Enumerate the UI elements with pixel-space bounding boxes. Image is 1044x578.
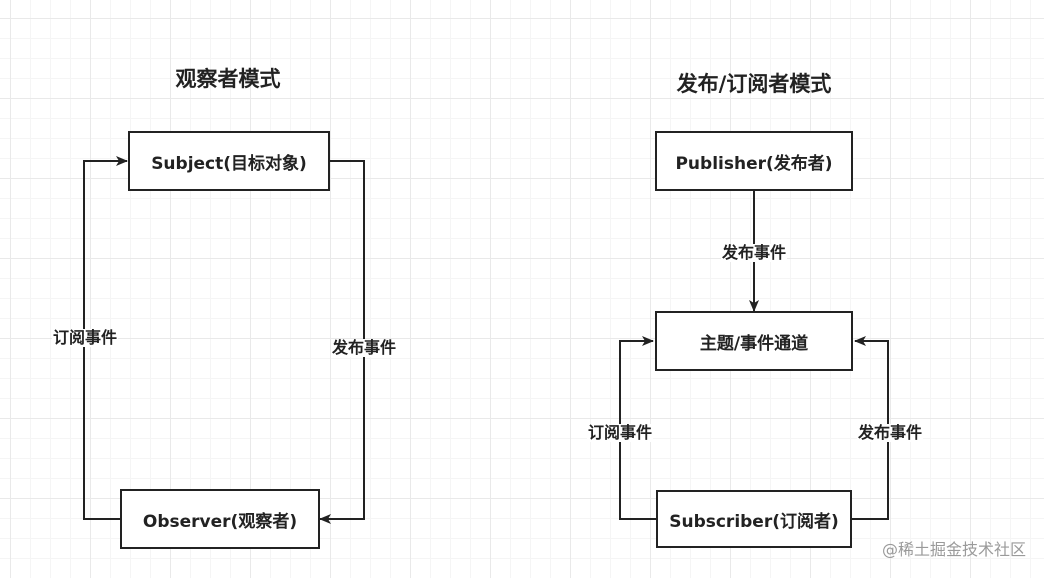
observer-subscribe-label: 订阅事件 — [51, 328, 119, 347]
pubsub-publish-label: 发布事件 — [720, 243, 788, 262]
pubsub-pattern-title: 发布/订阅者模式 — [676, 72, 832, 96]
pubsub-subscribe-label: 订阅事件 — [586, 423, 654, 442]
publisher-node[interactable]: Publisher(发布者) — [655, 131, 853, 191]
channel-node[interactable]: 主题/事件通道 — [655, 311, 853, 371]
pubsub-subscriber-publish-label: 发布事件 — [856, 423, 924, 442]
observer-publish-label: 发布事件 — [330, 338, 398, 357]
watermark-text: @稀土掘金技术社区 — [881, 540, 1026, 559]
subject-node[interactable]: Subject(目标对象) — [128, 131, 330, 191]
subscriber-node[interactable]: Subscriber(订阅者) — [656, 490, 852, 548]
observer-pattern-title: 观察者模式 — [175, 67, 281, 91]
observer-node[interactable]: Observer(观察者) — [120, 489, 320, 549]
